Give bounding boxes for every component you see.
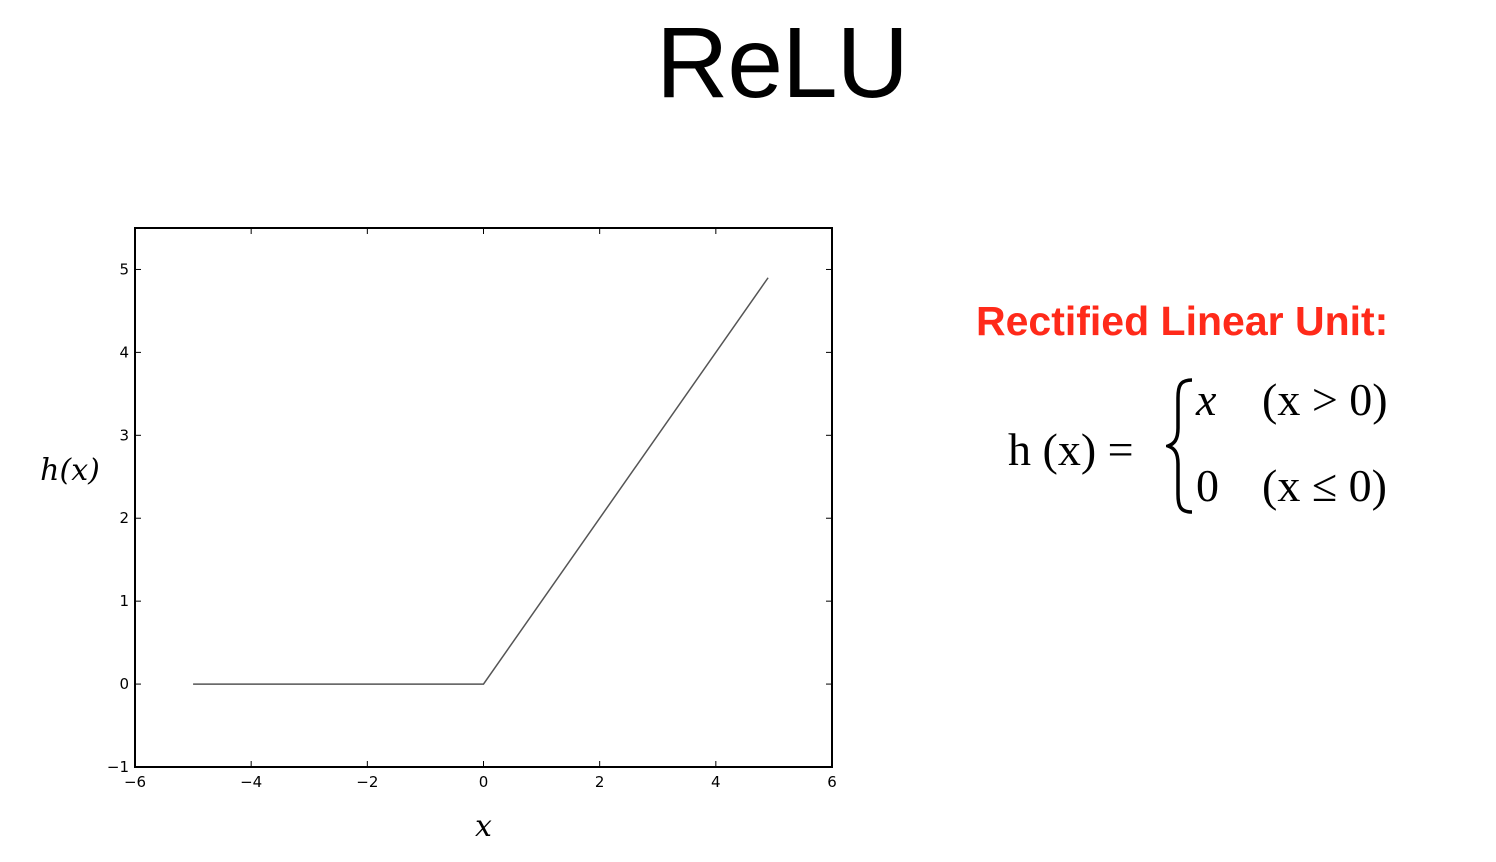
x-tick-label: 2 [595, 773, 605, 791]
y-tick-label: 3 [119, 426, 129, 444]
y-tick-label: 2 [119, 509, 129, 527]
plot-layer: −6 −4 −2 0 2 4 6 −1 0 1 2 3 4 5 x h(x) [40, 227, 837, 844]
slide-title: ReLU [656, 7, 909, 119]
case-2-condition: (x ≤ 0) [1262, 460, 1387, 511]
y-tick-label: 0 [119, 675, 129, 693]
x-tick-label: 0 [479, 773, 489, 791]
x-tick-label: 6 [827, 773, 837, 791]
y-axis-label: h(x) [40, 453, 100, 488]
y-tick-label: 4 [119, 343, 129, 361]
y-tick-label: 5 [119, 260, 129, 278]
case-1-value: x [1196, 374, 1217, 425]
relu-series-line [193, 277, 769, 685]
left-brace-icon [1166, 378, 1193, 514]
x-axis-label: x [475, 809, 492, 844]
formula-lhs: h (x) = [1008, 424, 1134, 475]
y-tick-label: −1 [107, 758, 129, 776]
case-1-condition: (x > 0) [1262, 374, 1388, 425]
y-tick-label: 1 [119, 592, 129, 610]
x-tick-label: 4 [711, 773, 721, 791]
plot-frame [134, 227, 833, 768]
x-tick-label: −6 [124, 773, 146, 791]
definition-heading: Rectified Linear Unit: [976, 298, 1389, 344]
x-tick-label: −2 [356, 773, 378, 791]
relu-formula: h (x) = x (x > 0) 0 (x ≤ 0) [1008, 372, 1448, 522]
x-tick-label: −4 [240, 773, 262, 791]
case-2-value: 0 [1196, 460, 1219, 511]
